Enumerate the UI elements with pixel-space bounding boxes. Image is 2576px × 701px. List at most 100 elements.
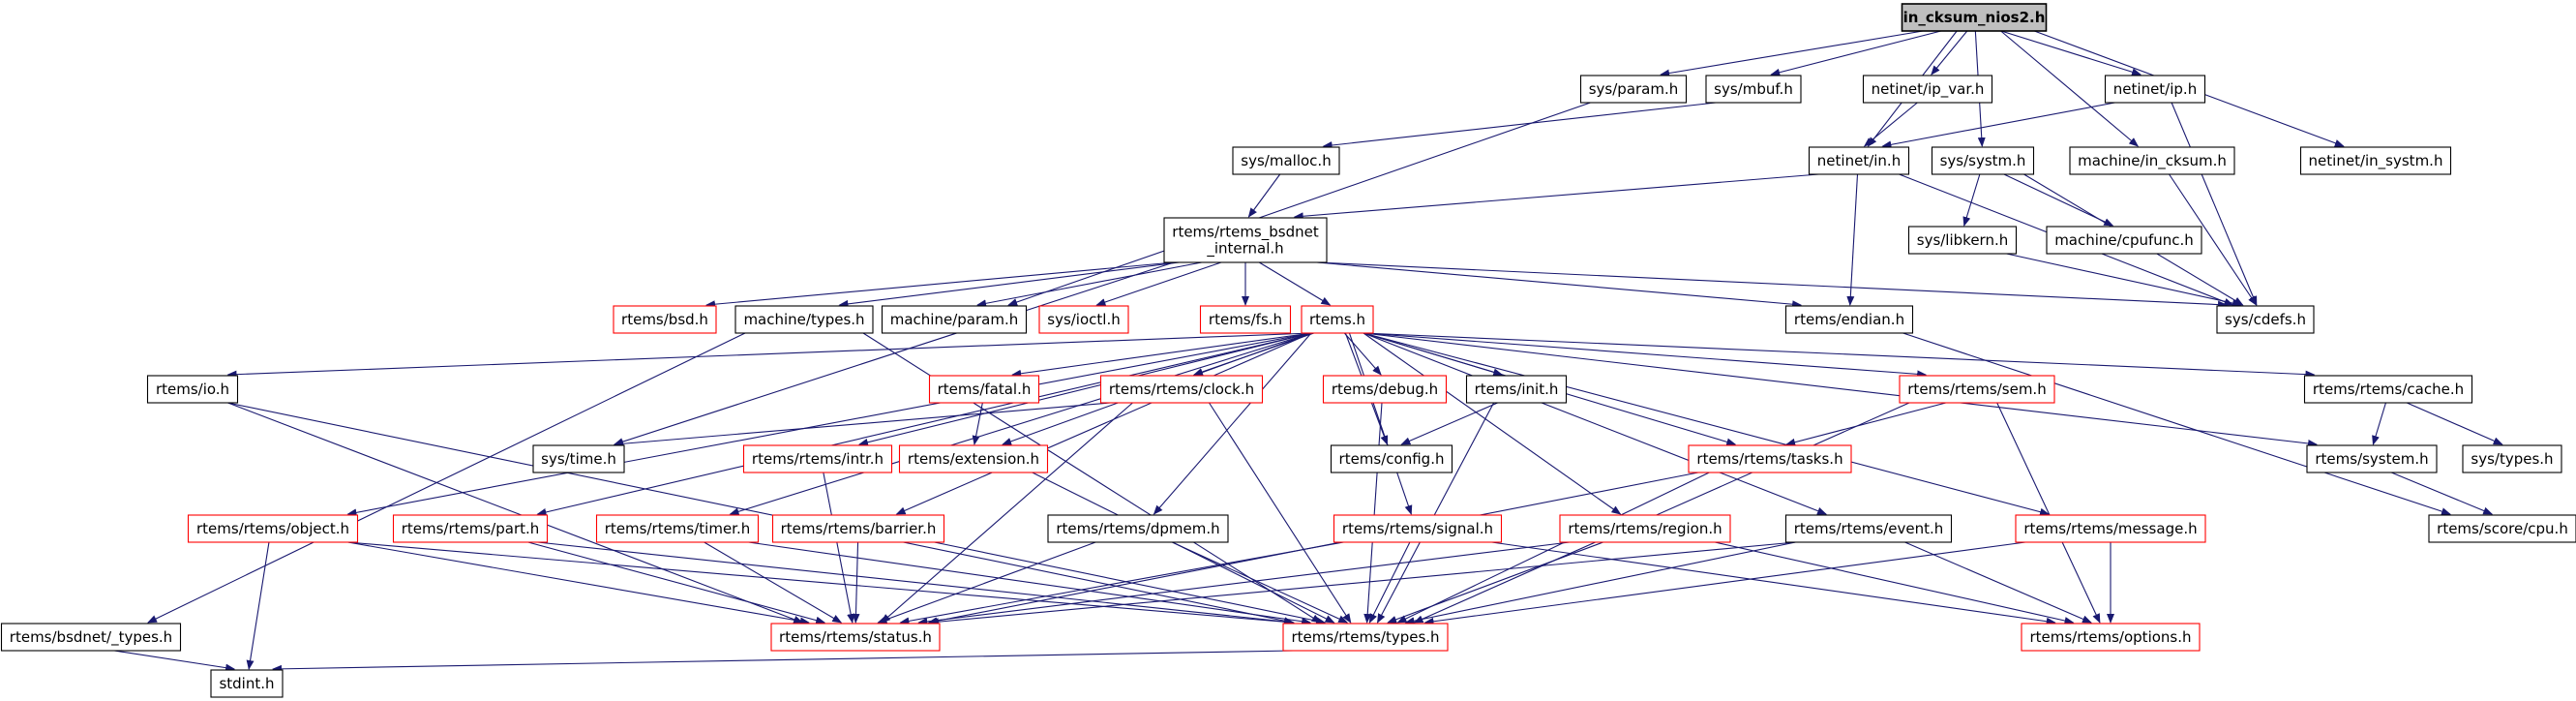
graph-node-box-rtems-rtems-tasks-h[interactable] [1688, 444, 1852, 473]
graph-node-sys-param-h[interactable]: sys/param.h [1579, 75, 1688, 104]
graph-node-rtems-fatal-h[interactable]: rtems/fatal.h [928, 375, 1040, 404]
graph-node-box-sys-libkern-h[interactable] [1907, 226, 2018, 255]
graph-node-box-rtems-rtems-sem-h[interactable] [1899, 375, 2055, 404]
graph-node-box-rtems-rtems-signal-h[interactable] [1333, 514, 1503, 543]
graph-node-box-netinet-in-systm-h[interactable] [2299, 146, 2452, 175]
graph-node-rtems-score-cpu-h[interactable]: rtems/score/cpu.h [2428, 514, 2576, 543]
graph-node-sys-types-h[interactable]: sys/types.h [2462, 444, 2562, 473]
graph-node-sys-time-h[interactable]: sys/time.h [532, 444, 625, 473]
graph-node-box-rtems-endian-h[interactable] [1784, 305, 1914, 334]
graph-node-sys-ioctl-h[interactable]: sys/ioctl.h [1038, 305, 1129, 334]
graph-node-in-cksum-nios2-h[interactable]: in_cksum_nios2.h [1901, 3, 2048, 32]
graph-node-box-rtems-rtems-part-h[interactable] [392, 514, 549, 543]
graph-node-machine-in-cksum-h[interactable]: machine/in_cksum.h [2069, 146, 2235, 175]
graph-node-sys-malloc-h[interactable]: sys/malloc.h [1232, 146, 1340, 175]
graph-node-rtems-bsd-h[interactable]: rtems/bsd.h [613, 305, 717, 334]
graph-node-rtems-rtems-tasks-h[interactable]: rtems/rtems/tasks.h [1688, 444, 1852, 473]
graph-node-rtems-rtems-message-h[interactable]: rtems/rtems/message.h [2015, 514, 2206, 543]
graph-node-rtems-rtems-status-h[interactable]: rtems/rtems/status.h [770, 623, 941, 652]
graph-node-box-sys-types-h[interactable] [2462, 444, 2562, 473]
graph-node-box-rtems-fs-h[interactable] [1199, 305, 1292, 334]
graph-node-netinet-in-systm-h[interactable]: netinet/in_systm.h [2299, 146, 2452, 175]
graph-node-box-machine-cpufunc-h[interactable] [2046, 226, 2202, 255]
graph-node-box-rtems-rtems-clock-h[interactable] [1099, 375, 1264, 404]
graph-node-box-rtems-rtems-types-h[interactable] [1282, 623, 1449, 652]
graph-node-box-rtems-config-h[interactable] [1330, 444, 1453, 473]
graph-node-box-rtems-bsdnet-types-h[interactable] [0, 623, 182, 652]
graph-node-box-rtems-rtems-timer-h[interactable] [595, 514, 760, 543]
graph-node-rtems-rtems-intr-h[interactable]: rtems/rtems/intr.h [742, 444, 893, 473]
graph-node-sys-mbuf-h[interactable]: sys/mbuf.h [1705, 75, 1802, 104]
graph-node-machine-types-h[interactable]: machine/types.h [734, 305, 874, 334]
graph-node-box-rtems-score-cpu-h[interactable] [2428, 514, 2576, 543]
graph-node-box-rtems-rtems-message-h[interactable] [2015, 514, 2206, 543]
graph-node-rtems-rtems-types-h[interactable]: rtems/rtems/types.h [1282, 623, 1449, 652]
graph-node-box-rtems-rtems-intr-h[interactable] [742, 444, 893, 473]
graph-node-box-netinet-ip-h[interactable] [2104, 75, 2206, 104]
graph-node-rtems-debug-h[interactable]: rtems/debug.h [1322, 375, 1448, 404]
graph-node-box-rtems-extension-h[interactable] [898, 444, 1049, 473]
graph-node-netinet-ip-var-h[interactable]: netinet/ip_var.h [1862, 75, 1993, 104]
graph-node-box-machine-in-cksum-h[interactable] [2069, 146, 2235, 175]
graph-node-box-rtems-debug-h[interactable] [1322, 375, 1448, 404]
graph-node-box-rtems-bsd-h[interactable] [613, 305, 717, 334]
graph-node-box-rtems-rtems-dpmem-h[interactable] [1047, 514, 1229, 543]
graph-node-sys-cdefs-h[interactable]: sys/cdefs.h [2216, 305, 2315, 334]
graph-node-box-sys-time-h[interactable] [532, 444, 625, 473]
graph-node-netinet-ip-h[interactable]: netinet/ip.h [2104, 75, 2206, 104]
graph-node-rtems-rtems-clock-h[interactable]: rtems/rtems/clock.h [1099, 375, 1264, 404]
graph-node-rtems-rtems-object-h[interactable]: rtems/rtems/object.h [187, 514, 359, 543]
graph-node-box-in-cksum-nios2-h[interactable] [1901, 3, 2048, 32]
graph-node-box-rtems-rtems-barrier-h[interactable] [771, 514, 945, 543]
graph-node-box-rtems-rtems-region-h[interactable] [1559, 514, 1731, 543]
graph-node-rtems-endian-h[interactable]: rtems/endian.h [1784, 305, 1914, 334]
graph-node-rtems-rtems-timer-h[interactable]: rtems/rtems/timer.h [595, 514, 760, 543]
graph-node-box-sys-cdefs-h[interactable] [2216, 305, 2315, 334]
graph-node-rtems-system-h[interactable]: rtems/system.h [2306, 444, 2438, 473]
graph-node-box-rtems-rtems-cache-h[interactable] [2303, 375, 2473, 404]
graph-node-rtems-io-h[interactable]: rtems/io.h [146, 375, 239, 404]
graph-node-box-netinet-ip-var-h[interactable] [1862, 75, 1993, 104]
graph-node-box-rtems-rtems-event-h[interactable] [1784, 514, 1953, 543]
graph-node-box-sys-param-h[interactable] [1579, 75, 1688, 104]
graph-node-sys-systm-h[interactable]: sys/systm.h [1931, 146, 2035, 175]
graph-node-netinet-in-h[interactable]: netinet/in.h [1808, 146, 1910, 175]
graph-node-machine-cpufunc-h[interactable]: machine/cpufunc.h [2046, 226, 2202, 255]
graph-node-stdint-h[interactable]: stdint.h [210, 669, 284, 698]
graph-node-rtems-rtems-options-h[interactable]: rtems/rtems/options.h [2021, 623, 2201, 652]
graph-node-rtems-rtems-barrier-h[interactable]: rtems/rtems/barrier.h [771, 514, 945, 543]
graph-node-box-rtems-system-h[interactable] [2306, 444, 2438, 473]
graph-node-box-rtems-rtems-options-h[interactable] [2021, 623, 2201, 652]
graph-node-box-rtems-io-h[interactable] [146, 375, 239, 404]
graph-node-box-machine-types-h[interactable] [734, 305, 874, 334]
graph-node-rtems-rtems-sem-h[interactable]: rtems/rtems/sem.h [1899, 375, 2055, 404]
graph-node-rtems-rtems-bsdnet-internal-h[interactable]: rtems/rtems_bsdnet_internal.h [1163, 217, 1328, 263]
graph-node-rtems-bsdnet-types-h[interactable]: rtems/bsdnet/_types.h [0, 623, 182, 652]
graph-node-rtems-h[interactable]: rtems.h [1301, 305, 1374, 334]
graph-node-box-sys-malloc-h[interactable] [1232, 146, 1340, 175]
graph-node-rtems-config-h[interactable]: rtems/config.h [1330, 444, 1453, 473]
graph-node-rtems-rtems-region-h[interactable]: rtems/rtems/region.h [1559, 514, 1731, 543]
graph-node-box-netinet-in-h[interactable] [1808, 146, 1910, 175]
graph-node-rtems-rtems-part-h[interactable]: rtems/rtems/part.h [392, 514, 549, 543]
graph-node-box-sys-ioctl-h[interactable] [1038, 305, 1129, 334]
graph-node-rtems-extension-h[interactable]: rtems/extension.h [898, 444, 1049, 473]
graph-node-rtems-rtems-signal-h[interactable]: rtems/rtems/signal.h [1333, 514, 1503, 543]
graph-node-box-rtems-rtems-status-h[interactable] [770, 623, 941, 652]
graph-node-box-stdint-h[interactable] [210, 669, 284, 698]
graph-node-machine-param-h[interactable]: machine/param.h [881, 305, 1028, 334]
graph-node-box-sys-mbuf-h[interactable] [1705, 75, 1802, 104]
graph-node-box-rtems-init-h[interactable] [1465, 375, 1568, 404]
graph-node-box-rtems-rtems-bsdnet-internal-h[interactable] [1163, 217, 1328, 263]
graph-node-rtems-rtems-event-h[interactable]: rtems/rtems/event.h [1784, 514, 1953, 543]
graph-node-rtems-init-h[interactable]: rtems/init.h [1465, 375, 1568, 404]
graph-node-box-sys-systm-h[interactable] [1931, 146, 2035, 175]
graph-node-box-rtems-h[interactable] [1301, 305, 1374, 334]
graph-node-rtems-rtems-cache-h[interactable]: rtems/rtems/cache.h [2303, 375, 2473, 404]
graph-node-box-rtems-fatal-h[interactable] [928, 375, 1040, 404]
graph-node-rtems-fs-h[interactable]: rtems/fs.h [1199, 305, 1292, 334]
graph-node-box-machine-param-h[interactable] [881, 305, 1028, 334]
graph-node-sys-libkern-h[interactable]: sys/libkern.h [1907, 226, 2018, 255]
graph-node-rtems-rtems-dpmem-h[interactable]: rtems/rtems/dpmem.h [1047, 514, 1229, 543]
graph-node-box-rtems-rtems-object-h[interactable] [187, 514, 359, 543]
